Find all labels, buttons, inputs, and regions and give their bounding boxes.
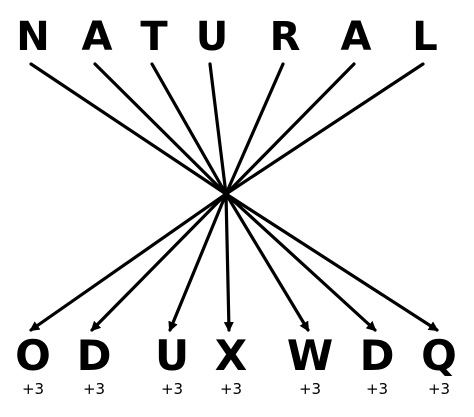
bottom-word: O D U X W D Q [15,331,457,380]
shift-labels: +3 +3 +3 +3 +3 +3 +3 [22,380,450,398]
bottom-letter-3: U [155,331,189,380]
bottom-letter-6: D [360,331,395,380]
bottom-letter-1: O [15,331,51,380]
shift-label-6: +3 [366,380,388,398]
top-letter-6: A [341,14,372,60]
top-letter-2: A [82,14,113,60]
mapping-arrow-2 [93,62,377,332]
top-word: N A T U R A L [16,14,437,60]
mapping-arrow-7 [29,62,425,332]
shift-label-1: +3 [22,380,44,398]
shift-label-4: +3 [220,380,242,398]
shift-label-2: +3 [83,380,105,398]
bottom-letter-4: X [215,331,247,380]
top-letter-3: T [140,14,168,60]
bottom-letter-5: W [287,331,333,380]
bottom-letter-2: D [77,331,112,380]
shift-label-3: +3 [161,380,183,398]
shift-label-5: +3 [299,380,321,398]
bottom-letter-7: Q [421,331,457,380]
top-letter-7: L [412,14,438,60]
mapping-arrows [29,62,439,332]
shift-label-7: +3 [428,380,450,398]
top-letter-1: N [16,14,49,60]
top-letter-5: R [270,14,301,60]
mapping-arrow-1 [29,62,439,332]
top-letter-4: U [196,14,228,60]
